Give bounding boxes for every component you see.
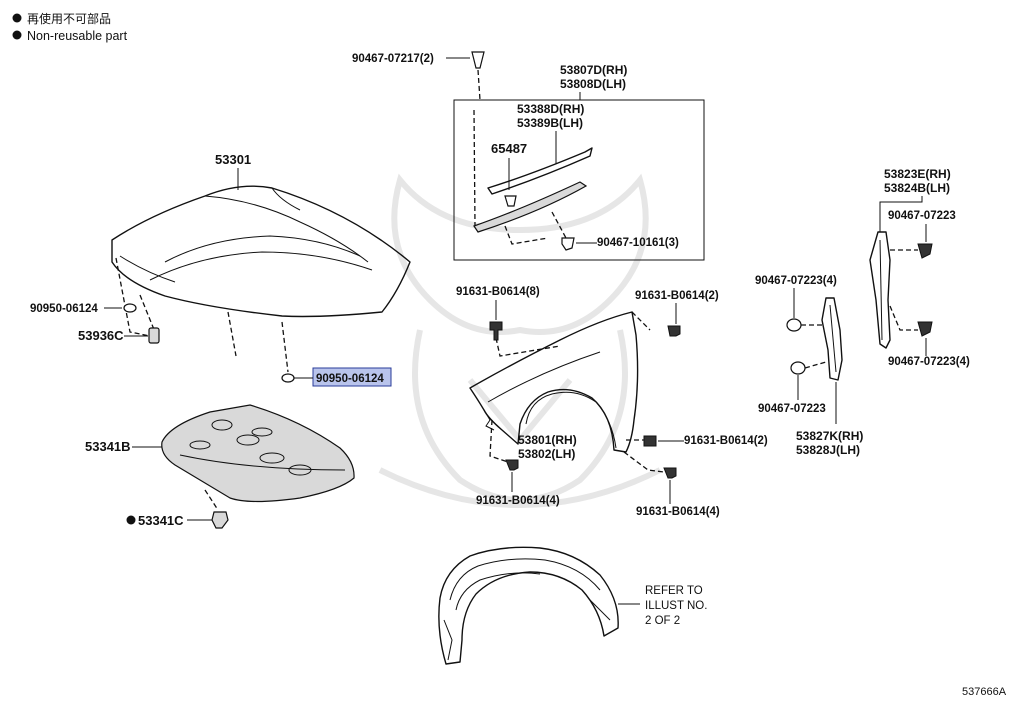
clip-icon <box>790 361 806 375</box>
clip-icon <box>504 195 517 207</box>
legend-en-text: Non-reusable part <box>27 29 128 43</box>
fender-guide-line <box>623 451 665 473</box>
part-label-90950-highlight[interactable]: 90950-06124 <box>316 373 384 385</box>
front-fender <box>469 311 639 453</box>
clip-guide-line <box>477 69 481 101</box>
side-seal-upper <box>869 231 891 349</box>
refer-note-line3: 2 OF 2 <box>645 615 680 627</box>
part-label-91631-bottom-left[interactable]: 91631-B0614(4) <box>476 495 560 507</box>
grommet-icon <box>123 303 137 313</box>
refer-note-line2: ILLUST NO. <box>645 600 707 612</box>
side-seal-edge <box>829 304 837 373</box>
leader-line <box>879 196 923 232</box>
part-label-90467-07223-4a[interactable]: 90467-07223(4) <box>755 275 837 287</box>
cushion-icon <box>148 327 160 344</box>
fender-guide-line <box>631 311 651 331</box>
bolt-icon <box>489 321 503 341</box>
insulator-guide-line <box>204 489 219 511</box>
part-label-53936c[interactable]: 53936C <box>78 328 124 343</box>
part-label-53828j[interactable]: 53828J(LH) <box>796 443 860 457</box>
fender-liner <box>438 546 619 665</box>
bolt-icon <box>643 435 657 447</box>
part-label-53341c[interactable]: 53341C <box>138 513 184 528</box>
part-label-91631-top-left[interactable]: 91631-B0614(8) <box>456 286 540 298</box>
hood-insulator <box>161 404 355 503</box>
part-label-53801[interactable]: 53801(RH) <box>518 433 577 447</box>
hood-panel <box>111 185 411 318</box>
bolt-icon <box>505 459 519 471</box>
part-label-90467-10161[interactable]: 90467-10161(3) <box>597 237 679 249</box>
seal-guide-line <box>504 225 549 245</box>
clip-icon <box>917 243 933 259</box>
clip-icon <box>471 51 485 69</box>
hood-guide-line <box>139 294 156 333</box>
hood-guide-line <box>281 321 289 373</box>
diagram-id: 537666A <box>962 686 1007 698</box>
part-label-90950-left[interactable]: 90950-06124 <box>30 303 98 315</box>
bolt-icon <box>667 325 681 337</box>
legend: 再使用不可部品 Non-reusable part <box>12 11 128 43</box>
seal-guide-line <box>889 305 918 331</box>
clip-icon <box>211 511 229 529</box>
watermark-emblem <box>378 173 662 508</box>
bolt-icon <box>663 467 677 479</box>
part-label-53301[interactable]: 53301 <box>215 152 251 167</box>
highlight-box <box>312 367 392 387</box>
legend-dot-icon <box>12 13 22 23</box>
hood-seal-strip <box>487 147 593 195</box>
legend-dot-icon <box>12 30 22 40</box>
non-reusable-dot-icon <box>126 515 136 525</box>
part-label-53823e[interactable]: 53823E(RH) <box>884 167 951 181</box>
refer-note-line1: REFER TO <box>645 585 703 597</box>
part-label-90467-07217[interactable]: 90467-07217(2) <box>352 53 434 65</box>
fender-guide-line <box>489 419 509 463</box>
part-label-91631-mid-right[interactable]: 91631-B0614(2) <box>684 435 768 447</box>
clip-icon <box>786 318 802 332</box>
hood-guide-line <box>115 257 151 337</box>
legend-jp-text: 再使用不可部品 <box>27 11 111 26</box>
part-label-53341b[interactable]: 53341B <box>85 439 131 454</box>
hood-seal-lower <box>473 181 588 233</box>
part-label-53389b[interactable]: 53389B(LH) <box>517 116 583 130</box>
part-label-91631-top-right[interactable]: 91631-B0614(2) <box>635 290 719 302</box>
part-label-53388d[interactable]: 53388D(RH) <box>517 102 584 116</box>
part-label-53827k[interactable]: 53827K(RH) <box>796 429 863 443</box>
seal-guide-line <box>551 211 567 239</box>
seal-guide-line <box>804 361 827 369</box>
part-label-90467-07223-mid[interactable]: 90467-07223 <box>758 403 826 415</box>
part-label-53824b[interactable]: 53824B(LH) <box>884 181 950 195</box>
hood-guide-line <box>227 311 237 357</box>
part-label-90467-07223-top[interactable]: 90467-07223 <box>888 210 956 222</box>
seal-guide-line <box>473 109 476 227</box>
grommet-icon <box>281 373 295 383</box>
part-label-65487[interactable]: 65487 <box>491 141 527 156</box>
part-label-53808d[interactable]: 53808D(LH) <box>560 77 626 91</box>
part-label-53807d[interactable]: 53807D(RH) <box>560 63 627 77</box>
clip-icon <box>561 237 575 251</box>
part-label-90467-07223-4b[interactable]: 90467-07223(4) <box>888 356 970 368</box>
side-seal-lower <box>821 297 843 381</box>
clip-icon <box>917 321 933 337</box>
part-label-91631-bottom-right[interactable]: 91631-B0614(4) <box>636 506 720 518</box>
fender-guide-line <box>495 337 561 357</box>
seal-group-box <box>453 99 705 261</box>
part-label-53802[interactable]: 53802(LH) <box>518 447 575 461</box>
side-seal-edge <box>879 239 883 341</box>
